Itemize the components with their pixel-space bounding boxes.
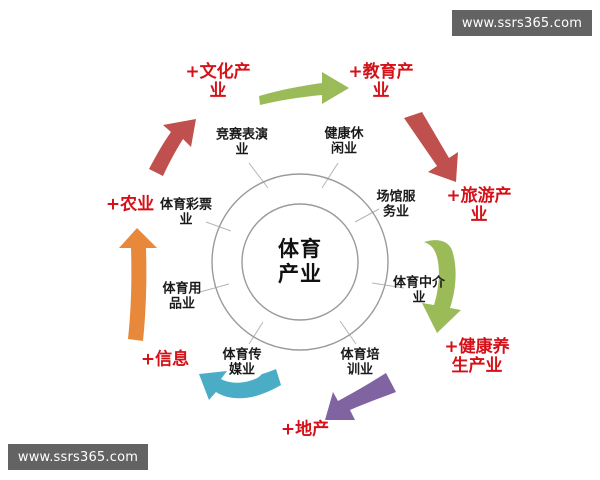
segment-label-venue-services[interactable]: 场馆服 务业: [376, 189, 416, 219]
spoke-sports-goods: [199, 283, 230, 293]
spoke-lines: [199, 162, 405, 345]
arrow-green-down: [422, 240, 461, 333]
arrow-orange-up: [119, 228, 157, 341]
outer-label-culture-industry[interactable]: +文化产 业: [185, 61, 251, 101]
outer-label-tourism-industry[interactable]: +旅游产 业: [446, 185, 512, 225]
outer-label-health-wellness[interactable]: +健康养 生产业: [444, 336, 510, 376]
arrow-red-up: [149, 119, 196, 176]
inner-ring: [241, 203, 359, 321]
arrow-cyan-left: [199, 369, 281, 400]
segment-label-health-leisure[interactable]: 健康休 闲业: [324, 126, 364, 156]
spoke-health-leisure: [321, 162, 339, 189]
outer-label-real-estate[interactable]: +地产: [280, 419, 330, 440]
spoke-venue-services: [354, 208, 380, 223]
arrow-top-green: [259, 72, 349, 105]
segment-label-sports-lottery[interactable]: 体育彩票 业: [159, 197, 213, 227]
spoke-competition-performance: [248, 162, 269, 189]
watermark-top-right: www.ssrs365.com: [452, 10, 592, 36]
segment-label-sports-goods[interactable]: 体育用 品业: [162, 281, 202, 311]
outer-label-education-industry[interactable]: +教育产 业: [348, 61, 414, 101]
center-label: 体育 产业: [278, 237, 322, 286]
spoke-sports-lottery: [205, 221, 232, 232]
spoke-sports-training: [339, 320, 357, 345]
segment-label-sports-agency[interactable]: 体育中介 业: [392, 275, 446, 305]
spoke-sports-media: [248, 321, 264, 345]
arrow-purple-left: [325, 373, 396, 420]
spoke-sports-agency: [371, 282, 405, 289]
watermark-bottom-left: www.ssrs365.com: [8, 444, 148, 470]
outer-label-agriculture[interactable]: +农业: [105, 194, 155, 215]
arrow-red-down: [404, 112, 458, 182]
outer-ring: [211, 173, 389, 351]
segment-label-sports-training[interactable]: 体育培 训业: [340, 347, 380, 377]
outer-label-information[interactable]: +信息: [140, 349, 190, 370]
segment-label-sports-media[interactable]: 体育传 媒业: [222, 347, 262, 377]
segment-label-competition-performance[interactable]: 竞赛表演 业: [215, 127, 269, 157]
